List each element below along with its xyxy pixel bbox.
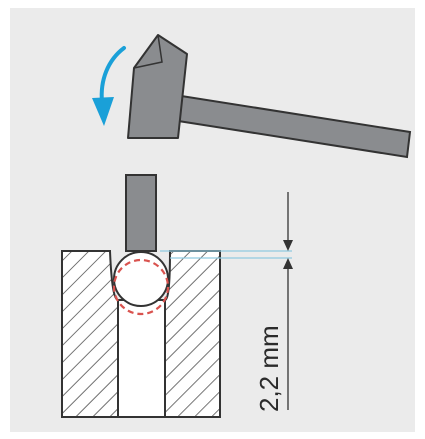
workpiece-right-section [164,250,221,418]
punch-pin [125,174,157,252]
dimension-label: 2,2 mm [254,325,284,412]
ball-pressed-position [112,258,170,316]
curved-arrow-icon [92,46,126,126]
bore-hole [117,299,166,418]
steel-ball [113,251,169,307]
hammer-icon [127,34,412,159]
dimension-indicator [283,192,293,410]
workpiece-left-section [61,250,119,418]
